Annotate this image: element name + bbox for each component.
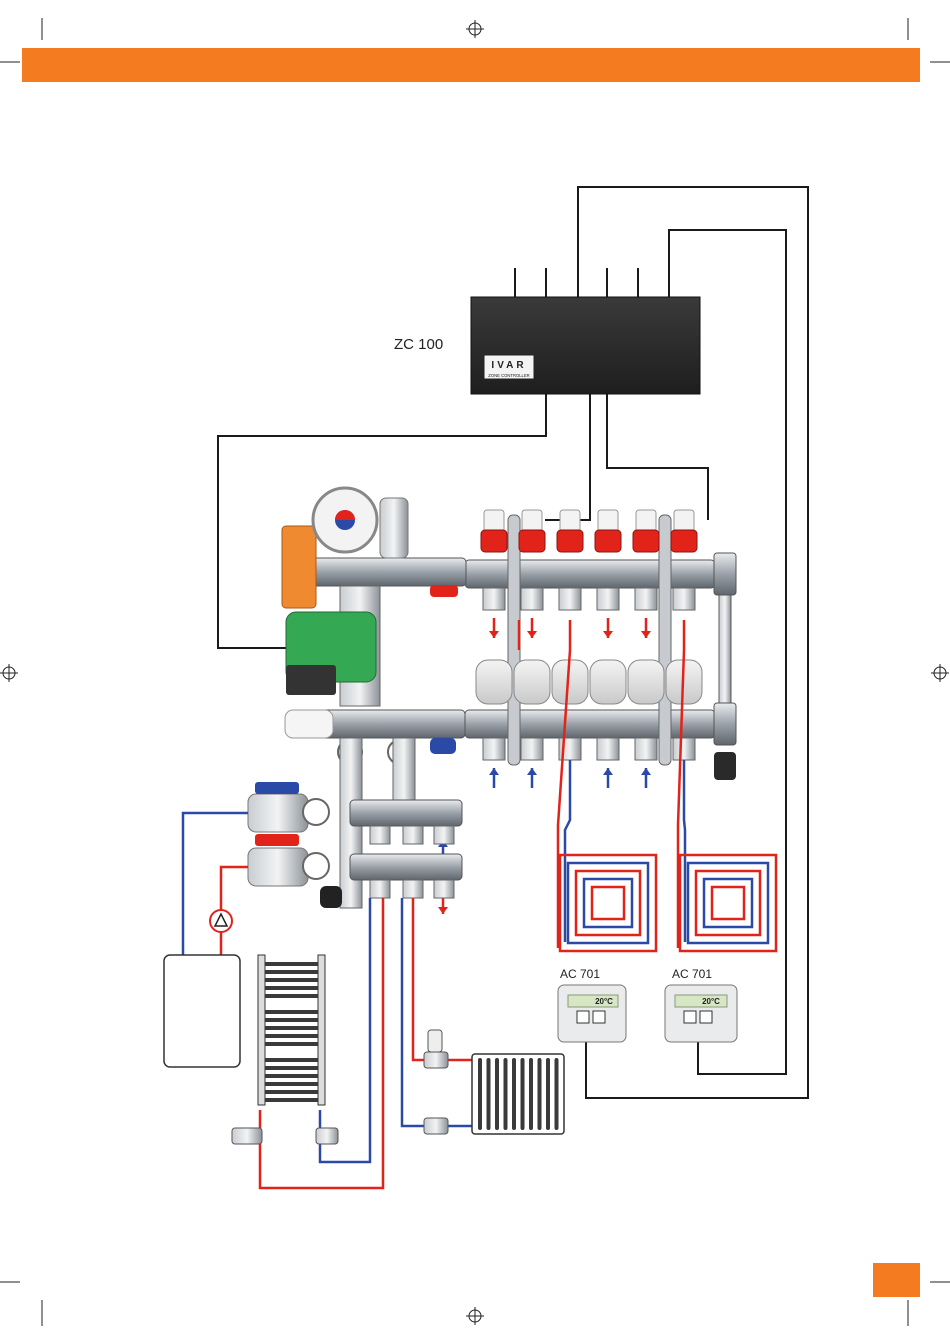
- page-number-tab: [873, 1263, 920, 1297]
- arrow-icon: [527, 618, 537, 638]
- supply-outlet: [559, 588, 581, 610]
- towel-rail-bar: [265, 1034, 318, 1038]
- room-thermostat: 20°C: [558, 985, 626, 1042]
- towel-rail-bar: [265, 1066, 318, 1070]
- return-outlet: [521, 738, 543, 760]
- thermal-actuator: [590, 660, 626, 704]
- towel-rail-bar: [265, 1098, 318, 1102]
- fill-valve-blue: [430, 738, 456, 754]
- flow-meter-glass: [484, 510, 504, 532]
- ball-valve-cold: [248, 794, 308, 832]
- thermal-actuators: [476, 660, 702, 704]
- towel-rail-bar: [265, 1010, 318, 1014]
- registration-crosshair-icon: [466, 20, 484, 38]
- thermostat-label: AC 701: [672, 967, 712, 981]
- thermostat-display: 20°C: [595, 997, 613, 1006]
- flow-meter-glass: [598, 510, 618, 532]
- towel-rail-bar: [265, 1074, 318, 1078]
- towel-rail-bar: [265, 1058, 318, 1062]
- towel-rail-bar: [265, 986, 318, 990]
- room-thermostat: 20°C: [665, 985, 737, 1042]
- flow-meter-glass: [674, 510, 694, 532]
- arrow-icon: [603, 768, 613, 788]
- towel-rail-bar: [265, 962, 318, 966]
- flow-meter-cap: [481, 530, 507, 552]
- return-outlet: [597, 738, 619, 760]
- drain-cap: [714, 752, 736, 780]
- flow-meter-glass: [560, 510, 580, 532]
- radiator-icon: [472, 1054, 564, 1134]
- registration-crosshair-icon: [0, 664, 18, 682]
- ball-valve-hot: [248, 848, 308, 886]
- controller-caption: ZONE CONTROLLER: [488, 373, 529, 378]
- radiator-column: [529, 1058, 533, 1130]
- return-outlet: [483, 738, 505, 760]
- towel-rail-bar: [265, 1042, 318, 1046]
- towel-rail-bar: [265, 1018, 318, 1022]
- flow-meter-cap: [633, 530, 659, 552]
- radiator-column: [546, 1058, 550, 1130]
- towel-rail-bar: [265, 978, 318, 982]
- arrow-icon: [641, 618, 651, 638]
- registration-crosshair-icon: [466, 1307, 484, 1325]
- towel-rail-bar: [265, 970, 318, 974]
- thermal-actuator: [514, 660, 550, 704]
- registration-crosshair-icon: [931, 664, 949, 682]
- thermal-actuator: [476, 660, 512, 704]
- towel-rail-bar: [265, 1026, 318, 1030]
- flow-meter-cap: [519, 530, 545, 552]
- supply-outlet: [483, 588, 505, 610]
- air-vent: [380, 498, 408, 558]
- return-outlet: [635, 738, 657, 760]
- thermostat-label: AC 701: [560, 967, 600, 981]
- towel-rail-icon: [258, 955, 325, 1105]
- towel-rail-bar: [265, 994, 318, 998]
- pump-group: [282, 488, 466, 764]
- radiator-column: [504, 1058, 508, 1130]
- return-outlet: [673, 738, 695, 760]
- circulator-pump-icon: [210, 910, 232, 932]
- mixing-valve-actuator: [282, 526, 316, 608]
- thermostatic-head: [285, 710, 333, 738]
- boiler-box-icon: [164, 955, 240, 1067]
- header-bar: [22, 48, 920, 82]
- supply-outlet: [635, 588, 657, 610]
- arrow-icon: [641, 768, 651, 788]
- towel-rail-bar: [265, 1082, 318, 1086]
- manifold-vent-pipe: [719, 595, 731, 703]
- radiator-column: [487, 1058, 491, 1130]
- flow-meter-glass: [522, 510, 542, 532]
- supply-outlet: [597, 588, 619, 610]
- radiator-column: [512, 1058, 516, 1130]
- flow-meter-glass: [636, 510, 656, 532]
- thermostat-display: 20°C: [702, 997, 720, 1006]
- flow-meter-cap: [671, 530, 697, 552]
- radiator-column: [555, 1058, 559, 1130]
- supply-outlet: [521, 588, 543, 610]
- arrow-icon: [438, 896, 448, 914]
- flow-meter-cap: [557, 530, 583, 552]
- controller-brand: IVAR: [491, 360, 526, 371]
- zone-controller: IVAR ZONE CONTROLLER: [471, 297, 700, 394]
- radiator-column: [538, 1058, 542, 1130]
- flow-meter-cap: [595, 530, 621, 552]
- radiator-column: [478, 1058, 482, 1130]
- radiator-column: [495, 1058, 499, 1130]
- arrow-icon: [489, 768, 499, 788]
- secondary-distributor: [248, 738, 462, 908]
- supply-outlet: [673, 588, 695, 610]
- towel-rail-bar: [265, 1090, 318, 1094]
- radiator-column: [521, 1058, 525, 1130]
- thermal-actuator: [628, 660, 664, 704]
- fill-valve-red: [430, 585, 458, 597]
- arrow-icon: [527, 768, 537, 788]
- arrow-icon: [603, 618, 613, 638]
- arrow-icon: [489, 618, 499, 638]
- controller-label: ZC 100: [394, 336, 443, 353]
